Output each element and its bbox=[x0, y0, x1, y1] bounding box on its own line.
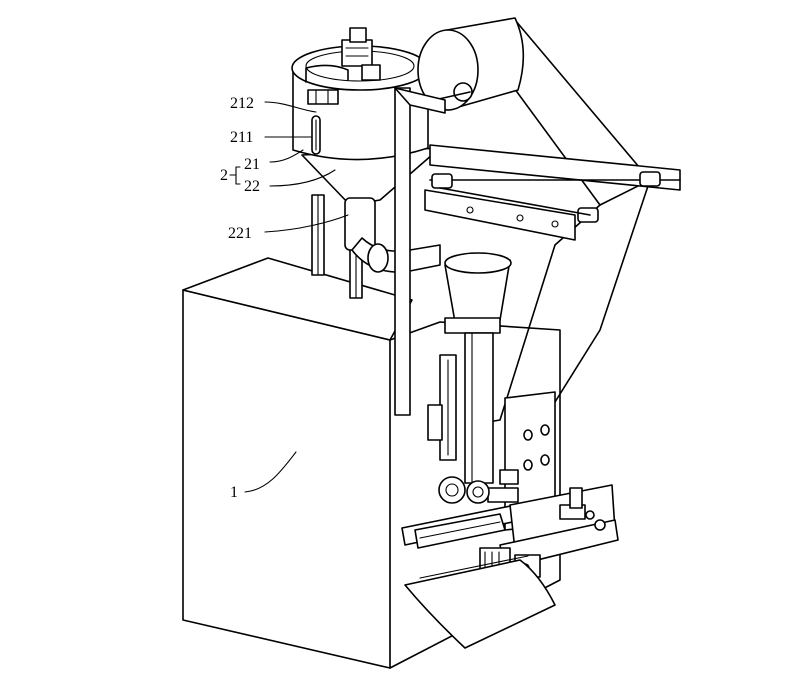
label-21: 21 bbox=[244, 156, 260, 173]
label-1: 1 bbox=[230, 484, 238, 501]
label-211: 211 bbox=[230, 129, 253, 146]
pull-rollers bbox=[438, 476, 490, 504]
leader-lines bbox=[229, 101, 349, 493]
label-221: 221 bbox=[228, 225, 252, 242]
film-roll-assembly bbox=[394, 17, 651, 426]
label-212: 212 bbox=[230, 95, 254, 112]
label-22: 22 bbox=[244, 178, 260, 195]
label-2: 2 bbox=[220, 167, 228, 184]
guide-roller-frame bbox=[424, 144, 681, 241]
forming-tube bbox=[427, 252, 512, 484]
side-panel bbox=[487, 391, 556, 531]
discharge-chute bbox=[404, 555, 556, 649]
